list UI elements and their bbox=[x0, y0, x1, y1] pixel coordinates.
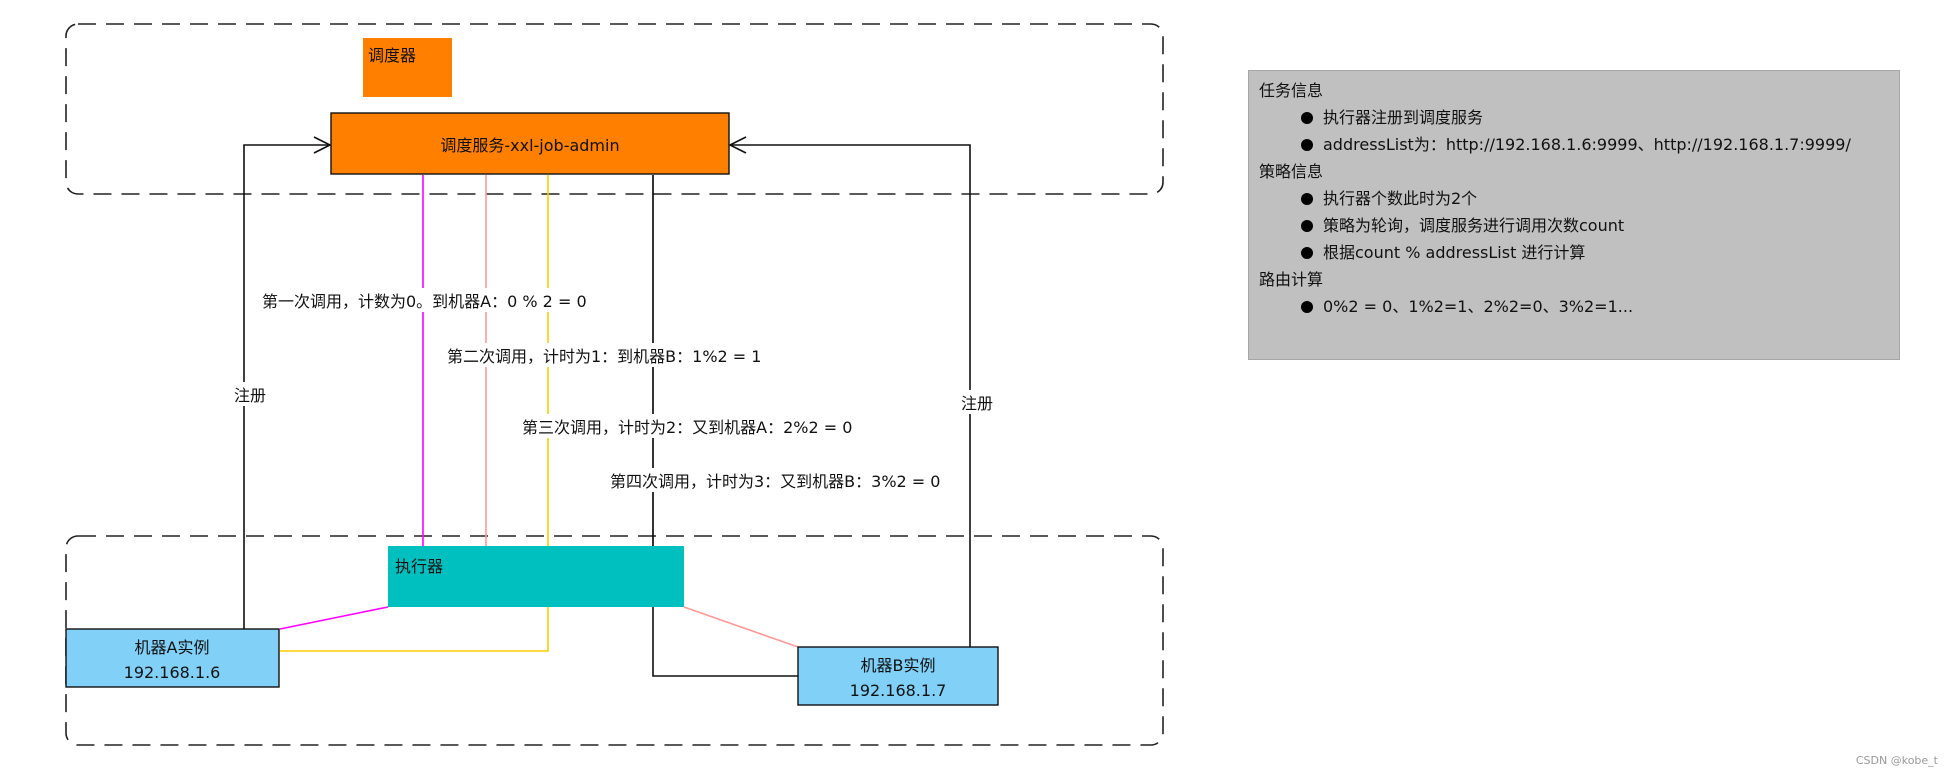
call-label-4: 第四次调用，计时为3：又到机器B：3%2 = 0 bbox=[610, 472, 940, 491]
info-item-text: 执行器个数此时为2个 bbox=[1323, 189, 1478, 208]
call-label-2: 第二次调用，计时为1：到机器B：1%2 = 1 bbox=[447, 347, 761, 366]
info-section-title: 任务信息 bbox=[1259, 81, 1324, 100]
call-label-1: 第一次调用，计数为0。到机器A：0 % 2 = 0 bbox=[262, 292, 587, 311]
bullet-icon bbox=[1301, 219, 1313, 232]
register-line-right bbox=[730, 145, 971, 647]
executor-to-machine-b-line-2 bbox=[683, 606, 799, 648]
info-item: addressList为：http://192.168.1.6:9999、htt… bbox=[1301, 131, 1889, 158]
info-item-text: 根据count % addressList 进行计算 bbox=[1323, 243, 1586, 262]
scheduler-tag-box bbox=[363, 38, 452, 97]
register-line-left bbox=[243, 145, 330, 629]
info-section-title: 策略信息 bbox=[1259, 162, 1324, 181]
machine-b-ip: 192.168.1.7 bbox=[850, 681, 947, 700]
info-panel: 任务信息 执行器注册到调度服务 addressList为：http://192.… bbox=[1248, 70, 1900, 360]
info-item-text: 策略为轮询，调度服务进行调用次数count bbox=[1323, 216, 1625, 235]
register-label-right: 注册 bbox=[961, 394, 993, 413]
info-item: 根据count % addressList 进行计算 bbox=[1301, 239, 1889, 266]
admin-service-label: 调度服务-xxl-job-admin bbox=[440, 136, 619, 155]
machine-b-name: 机器B实例 bbox=[861, 656, 936, 675]
bullet-icon bbox=[1301, 192, 1313, 205]
info-item: 执行器注册到调度服务 bbox=[1301, 104, 1889, 131]
machine-a-box bbox=[65, 628, 280, 688]
scheduler-group-label: 调度器 bbox=[368, 46, 416, 65]
machine-a-name: 机器A实例 bbox=[135, 638, 210, 657]
bullet-icon bbox=[1301, 111, 1313, 124]
executor-box bbox=[388, 546, 684, 607]
executor-to-machine-a-line-3 bbox=[280, 607, 549, 652]
bullet-icon bbox=[1301, 138, 1313, 151]
info-section-list: 执行器注册到调度服务 addressList为：http://192.168.1… bbox=[1259, 104, 1889, 158]
machine-a-ip: 192.168.1.6 bbox=[124, 663, 221, 682]
info-section-list: 0%2 = 0、1%2=1、2%2=0、3%2=1... bbox=[1259, 293, 1889, 320]
scheduler-group-border bbox=[65, 23, 1164, 195]
executor-to-machine-a-line-1 bbox=[279, 606, 389, 630]
info-item: 策略为轮询，调度服务进行调用次数count bbox=[1301, 212, 1889, 239]
executor-to-machine-b-line-4 bbox=[652, 607, 798, 677]
info-item-text: addressList为：http://192.168.1.6:9999、htt… bbox=[1323, 135, 1851, 154]
call-label-3: 第三次调用，计时为2：又到机器A：2%2 = 0 bbox=[522, 418, 852, 437]
watermark: CSDN @kobe_t bbox=[1855, 754, 1938, 767]
info-item-text: 0%2 = 0、1%2=1、2%2=0、3%2=1... bbox=[1323, 297, 1634, 316]
executor-group-label: 执行器 bbox=[395, 557, 443, 576]
register-label-left: 注册 bbox=[234, 386, 266, 405]
machine-b-box bbox=[797, 646, 999, 706]
info-item: 0%2 = 0、1%2=1、2%2=0、3%2=1... bbox=[1301, 293, 1889, 320]
info-section-list: 执行器个数此时为2个 策略为轮询，调度服务进行调用次数count 根据count… bbox=[1259, 185, 1889, 266]
info-item-text: 执行器注册到调度服务 bbox=[1323, 108, 1484, 127]
info-section-title: 路由计算 bbox=[1259, 270, 1324, 289]
info-item: 执行器个数此时为2个 bbox=[1301, 185, 1889, 212]
bullet-icon bbox=[1301, 300, 1313, 313]
bullet-icon bbox=[1301, 246, 1313, 259]
admin-service-box bbox=[330, 112, 730, 175]
